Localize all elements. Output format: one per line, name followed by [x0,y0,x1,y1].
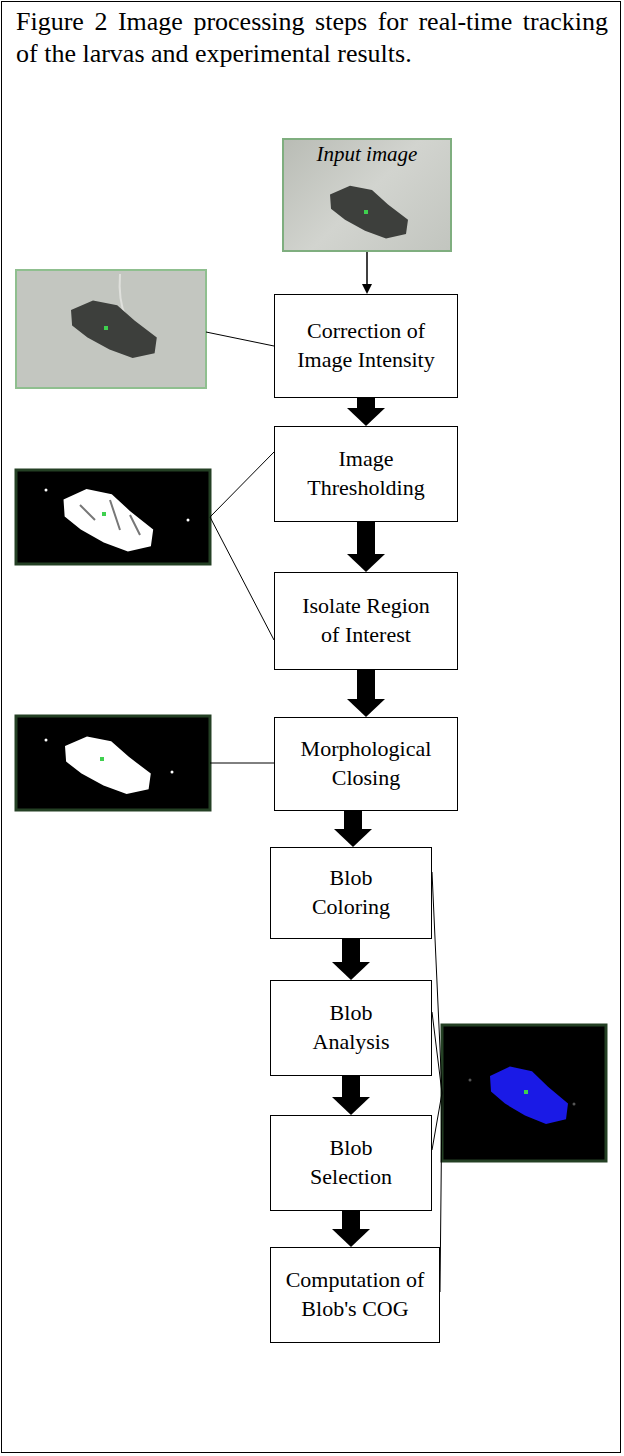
process-box: Blob Selection [270,1115,432,1211]
process-box: Blob Analysis [270,980,432,1076]
flow-arrow [347,670,385,717]
closed-image [16,716,210,810]
step-label: Blob Coloring [299,864,403,921]
step-label: Blob Analysis [299,999,403,1056]
flow-arrow [347,398,385,426]
process-box: Computation of Blob's COG [270,1247,440,1343]
flow-arrow [334,811,372,847]
process-box: Correction of Image Intensity [274,294,458,398]
process-box: Image Thresholding [274,426,458,522]
corrected-image [16,270,206,388]
step-label: Morphological Closing [293,735,439,792]
figure-title: Figure 2 Image processing steps for real… [16,6,608,69]
process-box: Blob Coloring [270,847,432,939]
blob-image [442,1025,606,1161]
image-label: Input image [284,142,450,167]
process-box: Morphological Closing [274,717,458,811]
flow-arrow [362,252,372,294]
step-label: Correction of Image Intensity [293,317,439,374]
step-label: Computation of Blob's COG [277,1266,433,1323]
flow-arrow [347,522,385,572]
process-box: Isolate Region of Interest [274,572,458,670]
step-label: Blob Selection [299,1134,403,1191]
step-label: Image Thresholding [293,445,439,502]
leader-lines [206,332,442,1292]
input-image: Input image [282,138,452,252]
flow-arrow [332,1076,370,1115]
flow-arrow [332,939,370,980]
flow-arrow [332,1211,370,1247]
thresholded-image [16,470,210,564]
step-label: Isolate Region of Interest [293,592,439,649]
